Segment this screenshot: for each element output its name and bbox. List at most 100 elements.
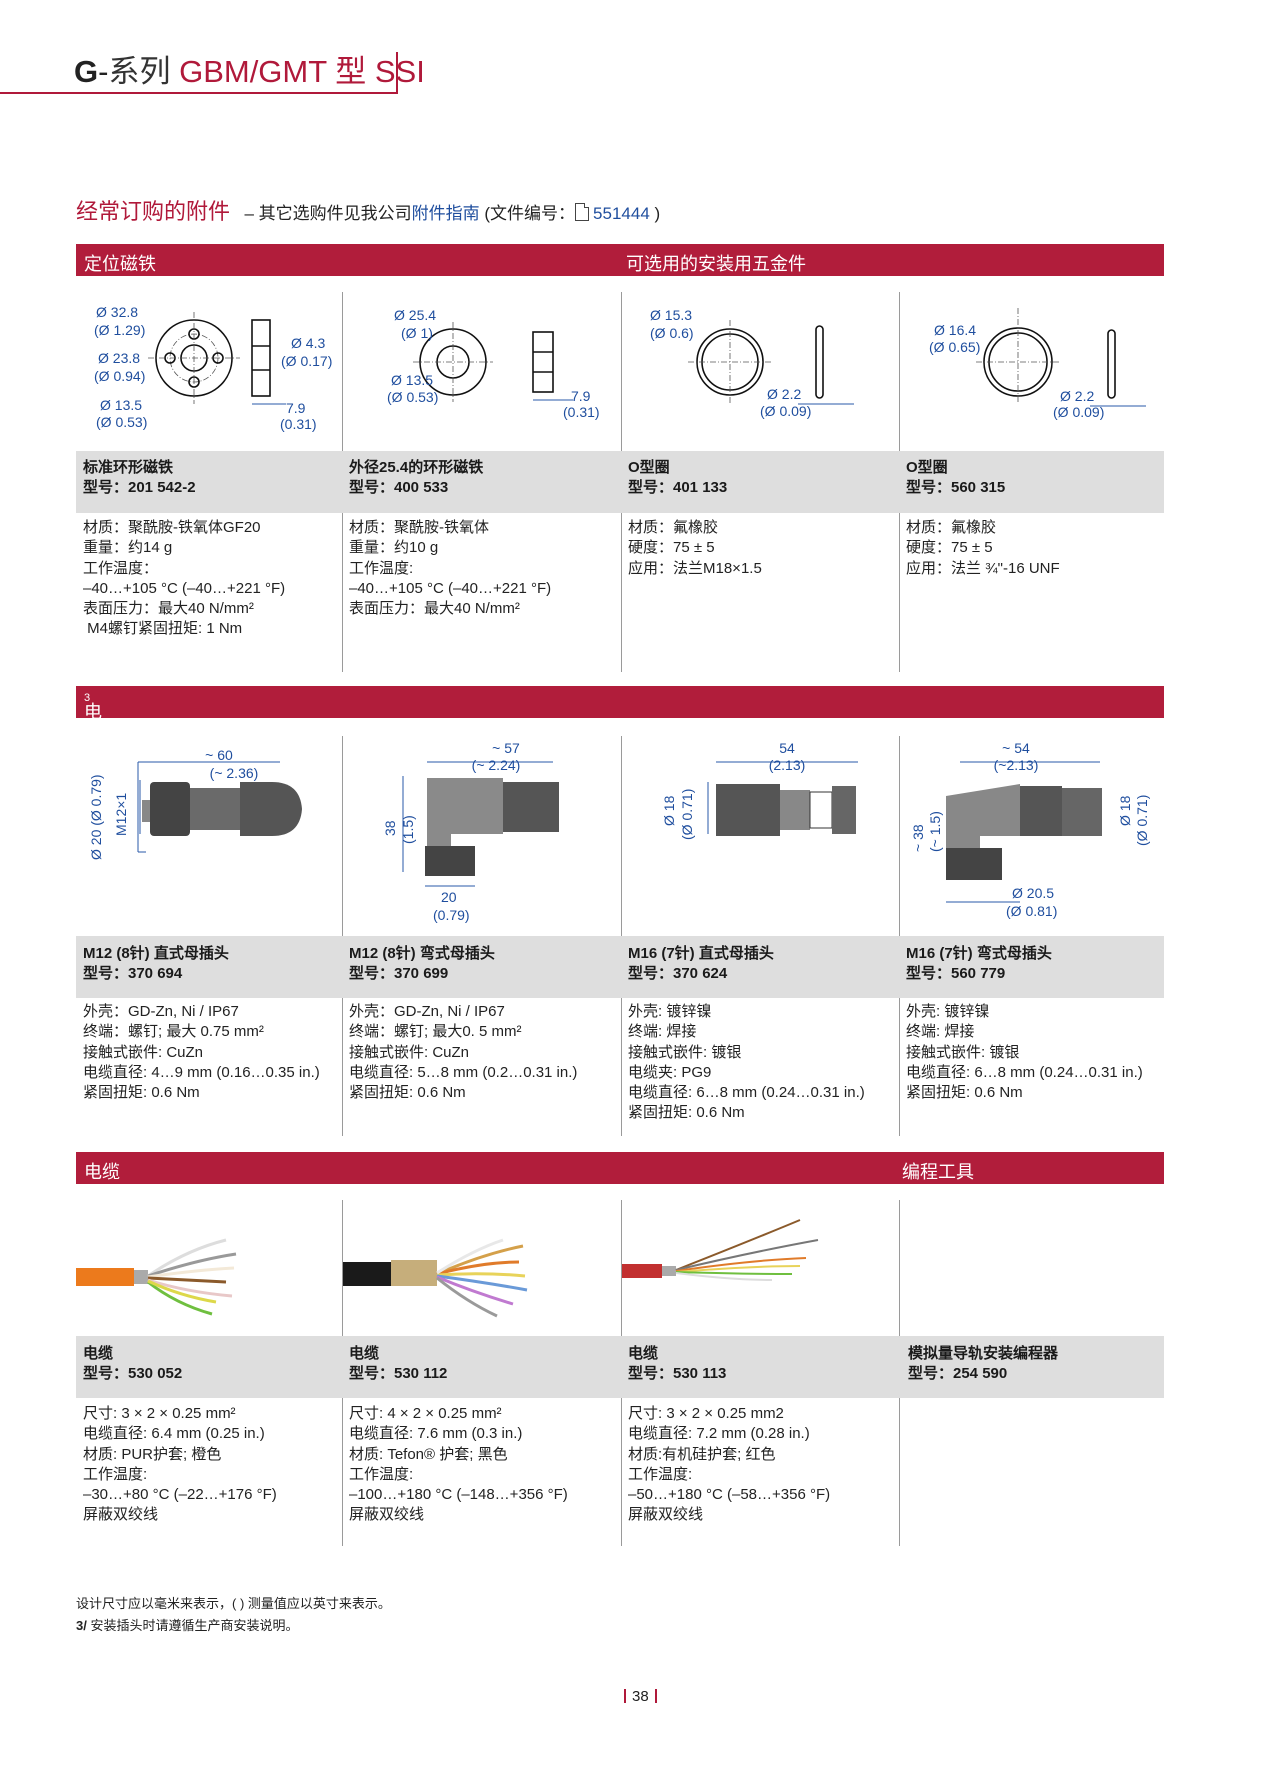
footnote-3-marker: 3/ — [76, 1618, 87, 1633]
dim-label: Ø 32.8 — [96, 304, 138, 320]
dim-label: Ø 15.3 — [650, 307, 692, 323]
product-cell: 模拟量导轨安装编程器 型号：254 590 — [908, 1344, 1058, 1384]
product-cell: O型圈 型号：560 315 — [906, 458, 1005, 498]
o-ring-side-view — [1107, 329, 1116, 399]
dim-label: (Ø 1.29) — [94, 322, 145, 338]
product-cell: M12 (8针) 弯式母插头 型号：370 699 — [349, 944, 495, 984]
dim-label: (~ 2.36) — [210, 765, 259, 781]
dim-label: Ø 25.4 — [394, 307, 436, 323]
header-g: G — [74, 54, 99, 89]
footnote-3-text: 安装插头时请遵循生产商安装说明。 — [86, 1618, 299, 1633]
product-name: M12 (8针) 弯式母插头 — [349, 945, 495, 962]
product-name: 电缆 — [349, 1345, 380, 1362]
plug-nut — [946, 848, 1002, 880]
dim-label: 20 — [441, 889, 457, 905]
plug-nut — [150, 782, 190, 836]
product-name: 电缆 — [83, 1345, 114, 1362]
product-cell: 标准环形磁铁 型号：201 542-2 — [83, 458, 196, 498]
plug-body — [427, 778, 503, 846]
dim-label: 7.9 — [571, 388, 591, 404]
dim-label: Ø 2.2 — [767, 386, 801, 402]
dim-label: 7.9 — [286, 400, 306, 416]
dim-label: (1.5) — [400, 815, 416, 844]
plug-knurl — [716, 784, 780, 836]
product-cell: M16 (7针) 直式母插头 型号：370 624 — [628, 944, 774, 984]
product-name: O型圈 — [628, 459, 670, 476]
dim-label: 38 — [382, 820, 398, 836]
cable-sheath — [343, 1262, 391, 1286]
dim-label: Ø 20.5 — [1012, 885, 1054, 901]
header-rule — [0, 92, 398, 94]
dim-label: Ø 18 — [661, 795, 677, 826]
drawing-standard-ring-magnet: Ø 32.8 (Ø 1.29) Ø 23.8 (Ø 0.94) Ø 13.5 (… — [94, 304, 332, 432]
section-main-title: 经常订购的附件 — [76, 199, 231, 224]
document-icon — [575, 203, 590, 221]
dim-label: M12×1 — [113, 793, 129, 836]
section-bar-plug: 电缆插头 3 — [76, 686, 1164, 800]
dim-label: Ø 4.3 — [291, 335, 325, 351]
dim-label: (Ø 0.17) — [281, 353, 332, 369]
plug-knurl — [503, 782, 559, 832]
dim-label: (Ø 0.6) — [650, 325, 694, 341]
product-spec: 材质：聚酰胺-铁氧体 重量：约10 g 工作温度: –40…+105 °C (–… — [349, 519, 552, 618]
accessory-guide-link[interactable]: 附件指南 — [411, 204, 480, 223]
name-band — [76, 1336, 1164, 1398]
page-number: 38 — [618, 1688, 663, 1705]
section-title: 经常订购的附件 – 其它选购件见我公司附件指南 (文件编号：551444 ) — [76, 194, 660, 226]
product-name: 标准环形磁铁 — [83, 459, 174, 476]
header-rule-vertical — [396, 52, 398, 94]
drawing-m12-angled-plug: ~ 57 (~ 2.24) 38 (1.5) 20 (0.79) — [382, 740, 559, 923]
dim-label: (2.13) — [769, 757, 806, 773]
dim-label: (~ 1.5) — [927, 811, 943, 852]
magnet-inner-circle — [436, 345, 470, 379]
product-type: 型号：560 779 — [906, 965, 1006, 982]
product-cell: O型圈 型号：401 133 — [628, 458, 727, 498]
product-spec: 材质：氟橡胶 硬度：75 ± 5 应用：法兰 ¾"-16 UNF — [906, 519, 1060, 577]
bar-prog-label: 编程工具 — [902, 1162, 974, 1182]
section-bar-magnet: 定位磁铁 可选用的安装用五金件 — [76, 244, 1164, 276]
dim-label: ~ 38 — [910, 824, 926, 852]
dim-label: ~ 57 — [492, 740, 520, 756]
magnet-outer-circle — [419, 328, 487, 396]
drawing-o-ring-560315: Ø 16.4 (Ø 0.65) Ø 2.2 (Ø 0.09) — [929, 308, 1146, 420]
dim-label: (Ø 0.09) — [1053, 404, 1104, 420]
drawing-m16-straight-plug: 54 (2.13) Ø 18 (Ø 0.71) — [661, 740, 858, 840]
dim-label: (Ø 0.71) — [679, 789, 695, 840]
header-model: GBM/GMT 型 SSI — [179, 54, 425, 89]
dim-label: (Ø 0.71) — [1134, 795, 1150, 846]
plug-nut — [832, 786, 856, 834]
product-name: M16 (7针) 直式母插头 — [628, 945, 774, 962]
product-name: 外径25.4的环形磁铁 — [349, 459, 484, 476]
product-spec: 外壳: 镀锌镍 终端: 焊接 接触式嵌件: 镀银 电缆夹: PG9 电缆直径: … — [628, 1003, 865, 1122]
dim-label: (~2.13) — [994, 757, 1039, 773]
product-cell: 电缆 型号：530 112 — [349, 1344, 447, 1384]
page-marker-left — [624, 1689, 626, 1703]
drawing-m12-straight-plug: ~ 60 (~ 2.36) Ø 20 (Ø 0.79) M12×1 — [88, 747, 302, 860]
product-spec: 材质：氟橡胶 硬度：75 ± 5 应用：法兰M18×1.5 — [628, 519, 762, 577]
bar-plug-text: 电缆插头 — [84, 702, 102, 800]
dim-label: ~ 60 — [205, 747, 233, 763]
drawing-m16-angled-plug: ~ 54 (~2.13) ~ 38 (~ 1.5) Ø 18 (Ø 0.71) … — [910, 740, 1150, 919]
cable-image-black — [343, 1238, 528, 1318]
product-type: 型号：530 113 — [628, 1365, 727, 1382]
dim-label: (Ø 0.94) — [94, 368, 145, 384]
dim-label: Ø 13.5 — [100, 397, 142, 413]
product-name: 电缆 — [628, 1345, 659, 1362]
bar-cable-label: 电缆 — [84, 1162, 120, 1182]
dim-label: 54 — [779, 740, 795, 756]
product-name: M12 (8针) 直式母插头 — [83, 945, 229, 962]
doc-number-link[interactable]: 551444 — [593, 204, 650, 223]
dim-label: Ø 23.8 — [98, 350, 140, 366]
product-spec: 材质：聚酰胺-铁氧体GF20 重量：约14 g 工作温度： –40…+105 °… — [83, 519, 286, 638]
footnote-ref: 3 — [84, 692, 91, 704]
product-spec: 外壳：GD-Zn, Ni / IP67 终端：螺钉; 最大 0.75 mm² 接… — [83, 1003, 320, 1102]
cable-image-orange — [76, 1238, 237, 1316]
product-type: 型号：401 133 — [628, 479, 728, 496]
product-type: 型号：530 052 — [83, 1365, 183, 1382]
drawing-25-ring-magnet: Ø 25.4 (Ø 1) Ø 13.5 (Ø 0.53) 7.9 (0.31) — [387, 307, 600, 420]
footnote-3: 3/ 安装插头时请遵循生产商安装说明。 — [76, 1616, 298, 1636]
cable-image-red — [622, 1219, 819, 1281]
plug-body — [272, 782, 302, 836]
name-band — [76, 451, 1164, 513]
dim-label: Ø 2.2 — [1060, 388, 1094, 404]
